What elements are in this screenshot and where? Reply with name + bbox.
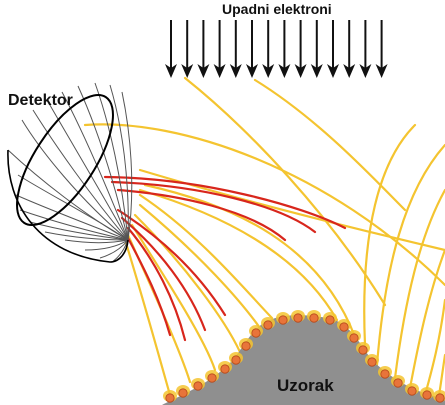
detector-label: Detektor xyxy=(8,92,73,109)
incident-arrow-head xyxy=(278,64,291,78)
trajectory-yellow xyxy=(253,78,407,212)
incident-arrow-head xyxy=(343,64,356,78)
emission-point xyxy=(251,328,261,338)
incident-arrow-head xyxy=(327,64,339,78)
emission-point xyxy=(193,381,203,391)
incident-arrow-head xyxy=(246,64,258,78)
trajectory-yellow xyxy=(138,203,262,330)
trajectory-yellow xyxy=(183,76,387,307)
trajectory-yellow xyxy=(375,143,445,367)
incident-arrow-head xyxy=(375,64,388,78)
trajectory-red xyxy=(110,180,317,234)
trajectory-yellow xyxy=(143,183,357,339)
red-trajectories xyxy=(103,175,347,342)
emission-point xyxy=(293,313,303,323)
trajectory-red xyxy=(116,208,227,317)
trajectory-red xyxy=(120,216,207,332)
detector xyxy=(7,82,133,263)
emission-point xyxy=(263,320,273,330)
detector-rim xyxy=(16,94,114,226)
emission-point xyxy=(393,378,403,388)
emission-point xyxy=(220,364,230,374)
yellow-trajectories xyxy=(83,76,445,404)
trajectory-yellow xyxy=(408,248,445,390)
incident-arrow-head xyxy=(197,64,210,78)
emission-point xyxy=(339,322,349,332)
incident-electrons-label: Upadni elektroni xyxy=(222,1,332,17)
emission-point xyxy=(380,369,390,379)
emission-point xyxy=(367,357,377,367)
emission-points xyxy=(163,310,445,403)
incident-arrow-head xyxy=(181,64,194,78)
emission-point xyxy=(178,388,188,398)
incident-arrow-head xyxy=(229,64,242,78)
trajectory-red xyxy=(116,188,287,242)
incident-arrow-head xyxy=(294,64,307,78)
trajectory-yellow xyxy=(393,188,445,380)
emission-point xyxy=(325,315,335,325)
emission-point xyxy=(231,355,241,365)
incident-arrow-head xyxy=(165,64,177,78)
trajectory-red xyxy=(126,226,187,342)
incident-electron-arrows xyxy=(165,20,388,78)
emission-point xyxy=(309,313,319,323)
emission-point xyxy=(422,390,432,400)
emission-point xyxy=(349,333,359,343)
emission-point xyxy=(278,315,288,325)
incident-arrow-head xyxy=(359,64,372,78)
trajectory-yellow xyxy=(130,223,217,372)
sample-block xyxy=(162,315,445,405)
emission-point xyxy=(407,386,417,396)
incident-arrow-head xyxy=(310,64,323,78)
trajectory-yellow xyxy=(133,213,242,354)
trajectory-yellow xyxy=(363,123,417,347)
emission-point xyxy=(165,393,175,403)
incident-arrow-head xyxy=(262,64,275,78)
sample-label: Uzorak xyxy=(277,376,334,395)
emission-point xyxy=(358,345,368,355)
emission-point xyxy=(435,393,445,403)
trajectory-yellow xyxy=(124,241,172,397)
detector-mesh xyxy=(7,82,133,263)
detector-cone-outline xyxy=(7,149,129,263)
trajectory-red xyxy=(126,236,172,337)
incident-arrow-head xyxy=(213,64,226,78)
trajectory-red xyxy=(103,175,347,230)
trajectory-yellow xyxy=(138,193,274,320)
emission-point xyxy=(207,373,217,383)
trajectory-yellow xyxy=(138,188,339,322)
emission-point xyxy=(241,341,251,351)
